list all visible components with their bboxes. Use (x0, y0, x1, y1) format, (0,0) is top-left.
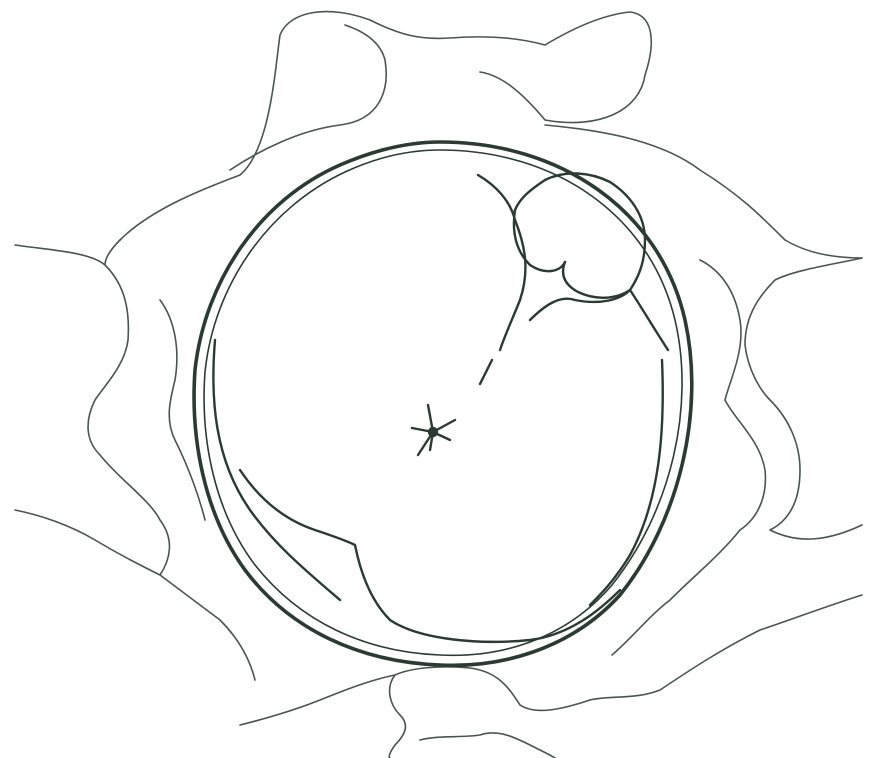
suture-upper (478, 175, 525, 350)
outer-contour-bottom-right-2 (612, 530, 740, 655)
outer-contour-left-inner (105, 240, 120, 265)
star-ray-2 (433, 420, 455, 432)
outer-contour-right-inner (700, 260, 765, 530)
lobules (514, 173, 645, 297)
outer-contour-bottom (389, 667, 590, 758)
central-star (412, 405, 455, 455)
suture-lobule-bottom (530, 290, 668, 350)
outer-contour-top-right (545, 125, 862, 258)
suture-lobule-left (515, 180, 545, 210)
outer-contour-left-lower (15, 510, 255, 680)
outer-contour (15, 12, 862, 758)
rim-outer (194, 142, 692, 665)
lobule-upper (545, 173, 645, 297)
inner-circle (213, 340, 662, 642)
outer-contour-bottom-left (240, 675, 395, 725)
outer-contour-left-inner-2 (160, 300, 205, 520)
outer-contour-bottom-tail (420, 733, 555, 758)
inner-crescent-left-fold (240, 470, 620, 642)
outer-contour-bottom-right (590, 595, 862, 700)
outer-contour-top-inner (230, 25, 386, 170)
outer-contour-top (120, 12, 651, 240)
rim-inner (204, 150, 682, 655)
suture-lower-dash (480, 360, 492, 384)
circular-rim (194, 142, 692, 665)
outer-contour-left (15, 245, 169, 575)
inner-crescent-left (213, 340, 340, 600)
suture-lines (478, 175, 668, 384)
inner-crescent-right (590, 360, 663, 605)
